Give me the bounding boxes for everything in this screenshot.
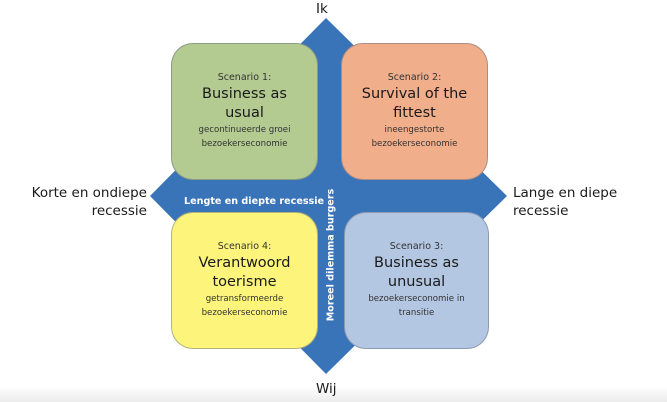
scenario-3-sub-line1: bezoekerseconomie in — [368, 294, 465, 304]
scenario-2-sub-line2: bezoekerseconomie — [371, 139, 458, 149]
axis-label-bottom: Wij — [316, 381, 337, 397]
axis-label-left-line1: Korte en ondiepe — [31, 185, 147, 201]
scenario-2-sub-line1: ineengestorte — [384, 125, 445, 135]
scenario-4-title-line1: Verantwoord — [198, 255, 291, 271]
scenario-1-box: Scenario 1: Business as usual gecontinue… — [171, 43, 318, 180]
horizontal-axis-name: Lengte en diepte recessie — [184, 196, 325, 207]
scenario-4-label: Scenario 4: — [217, 241, 272, 252]
axis-label-left-line2: recessie — [91, 203, 147, 219]
scenario-1-title-line2: usual — [225, 105, 264, 121]
scenario-1-title-line1: Business as — [202, 86, 287, 102]
scenario-2-title-line1: Survival of the — [361, 86, 468, 102]
axis-label-right-line1: Lange en diepe — [513, 185, 618, 201]
scenario-1-sub-line2: bezoekerseconomie — [201, 139, 288, 149]
scenario-2-label: Scenario 2: — [387, 72, 442, 83]
axis-label-right-line2: recessie — [513, 203, 569, 219]
scenario-4-box: Scenario 4: Verantwoord toerisme getrans… — [171, 212, 318, 349]
scenario-1-label: Scenario 1: — [217, 72, 272, 83]
scenario-1-sub-line1: gecontinueerde groei — [198, 125, 291, 135]
scenario-3-label: Scenario 3: — [389, 241, 444, 252]
scenario-4-title-line2: toerisme — [212, 274, 277, 290]
scenario-3-box: Scenario 3: Business as unusual bezoeker… — [344, 212, 489, 349]
scenario-3-title-line1: Business as — [374, 255, 459, 271]
axis-label-top: Ik — [316, 1, 328, 17]
scenario-4-sub-line1: getransformeerde — [205, 294, 284, 304]
axis-label-right: Lange en diepe recessie — [513, 184, 617, 220]
scenario-2-box: Scenario 2: Survival of the fittest inee… — [341, 43, 488, 180]
scenario-4-sub-line2: bezoekerseconomie — [201, 308, 288, 318]
scenario-2-title-line2: fittest — [393, 105, 436, 121]
scenario-3-title-line2: unusual — [387, 274, 446, 290]
axis-label-left: Korte en ondiepe recessie — [32, 184, 147, 220]
scenario-3-sub-line2: transitie — [398, 308, 435, 318]
vertical-axis-name: Moreel dilemma burgers — [325, 188, 337, 322]
